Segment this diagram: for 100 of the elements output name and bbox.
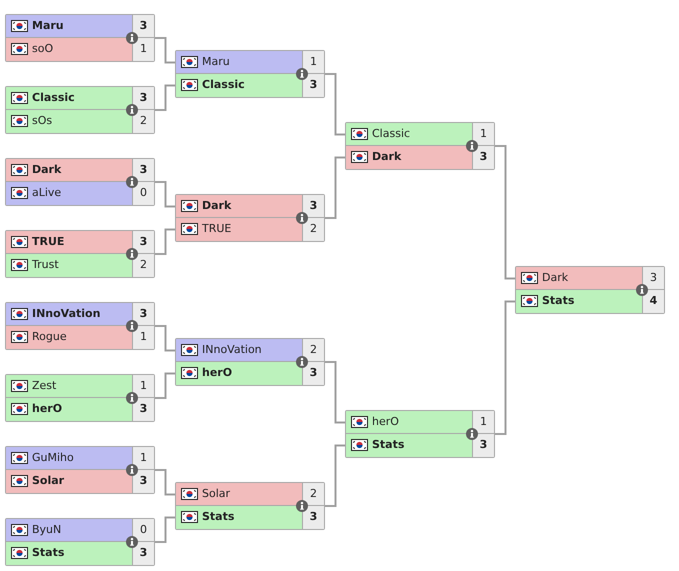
player-name: soO — [32, 41, 54, 57]
player-name: Classic — [202, 77, 245, 93]
score: 1 — [132, 326, 154, 349]
player-name: herO — [202, 365, 232, 381]
player-row — [6, 231, 154, 254]
score: 4 — [642, 290, 664, 313]
player-name: Dark — [202, 198, 232, 214]
player-name: TRUE — [32, 234, 64, 250]
player-row — [6, 398, 154, 421]
match-box — [5, 86, 155, 134]
bracket-line — [155, 516, 176, 543]
player-name: Classic — [32, 90, 75, 106]
player-name: Solar — [202, 486, 230, 502]
player-name: GuMiho — [32, 450, 74, 466]
bracket-line — [155, 84, 176, 111]
player-row — [6, 110, 154, 133]
player-row — [516, 290, 664, 313]
match-box — [5, 374, 155, 422]
player-name: Stats — [32, 545, 64, 561]
match-box — [175, 194, 325, 242]
bracket-line — [495, 300, 516, 435]
score: 3 — [132, 542, 154, 565]
score: 3 — [132, 87, 154, 109]
player-name: Solar — [32, 473, 64, 489]
score: 3 — [472, 434, 494, 457]
score: 3 — [302, 195, 324, 217]
player-row — [346, 411, 494, 434]
match-box — [5, 446, 155, 494]
match-box — [5, 230, 155, 278]
score: 1 — [132, 375, 154, 397]
match-box — [175, 482, 325, 530]
player-row — [6, 182, 154, 205]
player-name: Maru — [202, 54, 230, 70]
player-row — [176, 362, 324, 385]
player-row — [6, 303, 154, 326]
match-box — [5, 518, 155, 566]
player-row — [346, 123, 494, 146]
player-row — [6, 254, 154, 277]
player-row — [176, 506, 324, 529]
player-name: ByuN — [32, 522, 62, 538]
score: 3 — [132, 398, 154, 421]
score: 2 — [132, 254, 154, 277]
player-name: Rogue — [32, 329, 67, 345]
score: 0 — [132, 519, 154, 541]
score: 1 — [472, 411, 494, 433]
match-box — [175, 338, 325, 386]
player-row — [6, 375, 154, 398]
score: 3 — [642, 267, 664, 289]
match-box — [175, 50, 325, 98]
player-row — [176, 218, 324, 241]
bracket-line — [325, 444, 346, 507]
player-row — [346, 146, 494, 169]
player-row — [6, 519, 154, 542]
match-box — [345, 122, 495, 170]
player-name: Maru — [32, 18, 64, 34]
score: 2 — [132, 110, 154, 133]
player-name: TRUE — [202, 221, 232, 237]
player-row — [6, 447, 154, 470]
match-box — [345, 410, 495, 458]
player-row — [176, 51, 324, 74]
score: 1 — [132, 447, 154, 469]
player-row — [6, 326, 154, 349]
bracket-line — [325, 156, 346, 219]
player-row — [346, 434, 494, 457]
bracket-line — [325, 361, 346, 424]
score: 3 — [132, 470, 154, 493]
bracket-line — [495, 145, 516, 280]
player-name: INnoVation — [202, 342, 262, 358]
player-name: Trust — [32, 257, 59, 273]
player-row — [6, 470, 154, 493]
score: 3 — [132, 231, 154, 253]
bracket-line — [155, 37, 176, 64]
match-box — [5, 158, 155, 206]
score: 3 — [132, 15, 154, 37]
bracket-line — [155, 181, 176, 208]
score: 3 — [302, 506, 324, 529]
score: 3 — [302, 74, 324, 97]
player-row — [176, 195, 324, 218]
score: 3 — [302, 362, 324, 385]
bracket-line — [155, 325, 176, 352]
score: 3 — [472, 146, 494, 169]
score: 3 — [132, 159, 154, 181]
bracket-line — [155, 469, 176, 496]
score: 1 — [302, 51, 324, 73]
player-row — [176, 483, 324, 506]
player-row — [6, 38, 154, 61]
player-name: herO — [32, 401, 62, 417]
player-row — [176, 74, 324, 97]
player-row — [6, 159, 154, 182]
bracket-line — [325, 73, 346, 136]
player-name: sOs — [32, 113, 52, 129]
bracket-line — [155, 228, 176, 255]
player-name: aLive — [32, 185, 62, 201]
player-name: Dark — [372, 149, 402, 165]
player-name: Stats — [202, 509, 234, 525]
player-row — [6, 87, 154, 110]
match-box — [5, 302, 155, 350]
match-box — [515, 266, 665, 314]
score: 2 — [302, 483, 324, 505]
bracket-line — [155, 372, 176, 399]
